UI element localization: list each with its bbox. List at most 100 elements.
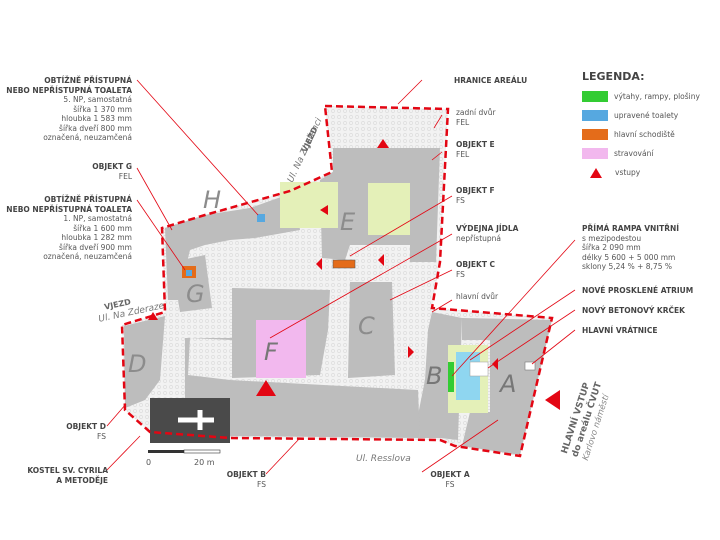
label-c: C <box>358 312 375 340</box>
annotation-title: HRANICE AREÁLU <box>454 76 528 85</box>
annotation-title: OBJEKT F <box>456 186 495 195</box>
scale-bar <box>148 449 221 454</box>
building-d <box>124 316 165 408</box>
legend-swatch-elevators <box>582 91 608 102</box>
annotation-kostel: KOSTEL SV. CYRILA A METODĚJE <box>0 466 108 485</box>
label-a: A <box>500 370 517 398</box>
annotation-title: NEBO NEPŘÍSTUPNÁ TOALETA <box>6 85 132 95</box>
annotation-toilet-top: OBTÍŽNĚ PŘÍSTUPNÁ NEBO NEPŘÍSTUPNÁ TOALE… <box>2 76 132 143</box>
annotation-line: zadní dvůr <box>456 108 496 117</box>
annotation-title: A METODĚJE <box>56 475 108 485</box>
church-cross <box>178 410 214 430</box>
annotation-title: PŘÍMÁ RAMPA VNITŘNÍ <box>582 224 680 233</box>
courtyard-e-left <box>280 182 338 228</box>
legend-swatch-stairs <box>582 129 608 140</box>
annotation-line: šířka 1 600 mm <box>73 223 132 233</box>
annotation-krcek: NOVÝ BETONOVÝ KRČEK <box>582 306 685 316</box>
annotation-rampa: PŘÍMÁ RAMPA VNITŘNÍ s mezipodestou šířka… <box>582 224 679 272</box>
entrance-f-main <box>256 380 276 396</box>
annotation-title: OBJEKT B <box>226 470 266 479</box>
label-b: B <box>426 362 443 390</box>
annotation-hlavni-dvur: hlavní dvůr <box>456 292 498 302</box>
annotation-line: sklony 5,24 % + 8,75 % <box>582 262 672 271</box>
entrance-b <box>408 346 414 358</box>
building-c <box>348 282 395 378</box>
annotation-objekt-d: OBJEKT D FS <box>26 422 106 441</box>
legend-swatch-toilets <box>582 110 608 121</box>
annotation-objekt-a: OBJEKT A FS <box>410 470 490 489</box>
legend-label: stravování <box>614 149 654 158</box>
building-a <box>462 318 552 455</box>
annotation-line: délky 5 600 + 5 000 mm <box>582 252 676 262</box>
annotation-line: FS <box>445 479 455 489</box>
label-h: H <box>203 186 222 214</box>
annotation-line: FEL <box>456 117 470 127</box>
annotation-objekt-g: OBJEKT G FEL <box>32 162 132 181</box>
legend-item: upravené toalety <box>582 106 712 125</box>
leader-lines <box>106 79 576 475</box>
annotation-line: FEL <box>456 149 470 159</box>
annotation-line: hloubka 1 583 mm <box>61 114 132 123</box>
annotation-title: OBTÍŽNĚ PŘÍSTUPNÁ <box>44 76 132 85</box>
legend-label: výtahy, rampy, plošiny <box>614 92 700 101</box>
entrance-d <box>148 312 158 320</box>
annotation-title: NOVÝ BETONOVÝ KRČEK <box>582 306 685 315</box>
annotation-line: šířka 1 370 mm <box>73 104 132 114</box>
courtyard-e-right <box>368 183 410 235</box>
annotation-line: FS <box>97 431 106 441</box>
legend: LEGENDA: výtahy, rampy, plošiny upravené… <box>582 70 712 182</box>
scale-start: 0 <box>146 458 152 467</box>
annotation-vratnice: HLAVNÍ VRÁTNICE <box>582 326 657 336</box>
legend-label: vstupy <box>615 168 641 177</box>
label-e: E <box>340 208 356 236</box>
annotation-line: 5. NP, samostatná <box>63 95 132 104</box>
annotation-line: 1. NP, samostatná <box>63 214 132 223</box>
legend-title: LEGENDA: <box>582 70 645 83</box>
annotation-title: OBJEKT D <box>66 422 106 431</box>
legend-item: vstupy <box>582 163 712 182</box>
annotation-title: OBTÍŽNĚ PŘÍSTUPNÁ <box>44 195 132 204</box>
entrances <box>148 139 560 410</box>
annotation-objekt-b: OBJEKT B FS <box>186 470 266 489</box>
annotation-line: označená, neuzamčená <box>43 133 132 142</box>
annotation-objekt-f: OBJEKT F FS <box>456 186 495 205</box>
legend-item: výtahy, rampy, plošiny <box>582 87 712 106</box>
annotation-title: OBJEKT E <box>456 140 495 149</box>
annotation-toilet-bottom: OBTÍŽNĚ PŘÍSTUPNÁ NEBO NEPŘÍSTUPNÁ TOALE… <box>2 195 132 262</box>
annotation-line: FS <box>257 479 266 489</box>
entrance-e-left <box>320 205 328 215</box>
legend-entrance-icon <box>590 167 602 178</box>
stairs-e <box>332 259 356 269</box>
annotation-title: KOSTEL SV. CYRILA <box>27 466 108 475</box>
building-h <box>165 192 300 300</box>
annotation-line: FEL <box>118 171 132 181</box>
annotation-line: označená, neuzamčená <box>43 252 132 261</box>
annotation-line: hlavní dvůr <box>456 292 499 301</box>
entrance-a <box>492 358 498 370</box>
annotation-title: OBJEKT C <box>456 260 496 269</box>
annotation-objekt-c: OBJEKT C FS <box>456 260 495 279</box>
label-d: D <box>128 350 147 378</box>
campus-border <box>120 104 554 458</box>
annotation-title: VÝDEJNA JÍDLA <box>456 224 519 233</box>
legend-label: upravené toalety <box>614 111 679 120</box>
annotation-title: HLAVNÍ VRÁTNICE <box>582 326 658 335</box>
label-f: F <box>264 338 278 366</box>
annotation-title: NOVÉ PROSKLENÉ ATRIUM <box>582 286 694 295</box>
entrance-e <box>377 139 389 148</box>
label-g: G <box>186 280 205 308</box>
legend-item: hlavní schodiště <box>582 125 712 144</box>
annotation-atrium: NOVÉ PROSKLENÉ ATRIUM <box>582 286 693 296</box>
scale-end: 20 m <box>194 458 215 467</box>
annotation-title: NEBO NEPŘÍSTUPNÁ TOALETA <box>6 204 132 214</box>
legend-item: stravování <box>582 144 712 163</box>
toilet-top <box>257 214 265 222</box>
annotation-line: s mezipodestou <box>582 233 642 243</box>
building-bottom-strip <box>230 380 420 438</box>
annotation-title: OBJEKT G <box>92 162 132 171</box>
annotation-objekt-e: OBJEKT E FEL <box>456 140 495 159</box>
vratnice-box <box>524 361 536 371</box>
annotation-line: šířka dveří 800 mm <box>59 123 132 133</box>
annotation-hranice: HRANICE AREÁLU <box>454 76 527 86</box>
